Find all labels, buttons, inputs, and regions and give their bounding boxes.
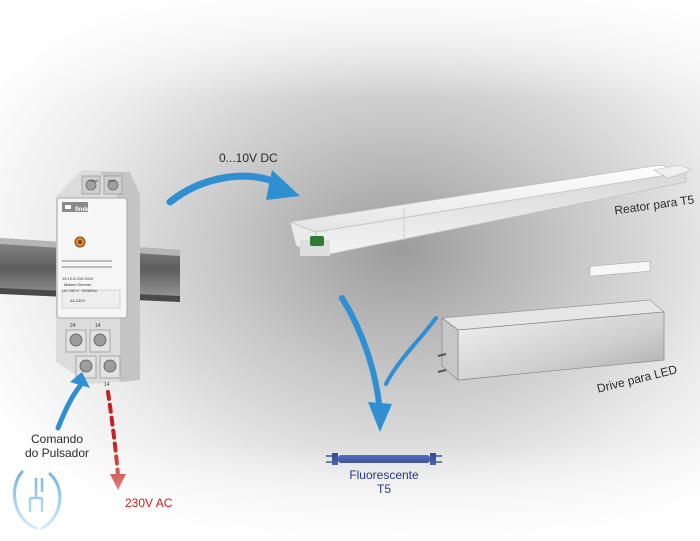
ballast-connector [310,236,324,246]
comando-label-line2: do Pulsador [24,446,90,460]
led-driver [437,260,665,381]
pushbutton-switch-icon [13,470,62,530]
signal-arrow [166,170,300,206]
power-arrow [106,390,126,490]
lamp-arrow [339,295,392,432]
device-terminal-14: 14 [95,323,101,329]
comando-label-line1: Comando [30,432,84,446]
lamp-label-line1: Fluorescente [349,468,419,482]
ballast-reator [288,164,693,257]
driver-label-plate [589,260,651,277]
device-desc-1: Master Dimmer [64,282,92,287]
lamp-label-line2: T5 [376,482,391,496]
switch-arrow [55,372,90,431]
lamp-label: Fluorescente T5 [346,468,422,496]
device-brand: finder [75,207,92,213]
device-desc-2: Un 230 V~ 50/60Hz [62,288,97,293]
device-terminal-14b: 14 [104,382,110,388]
signal-label: 0...10V DC [219,151,278,165]
device-terminal-24: 24 [70,323,76,329]
driver-arrow [384,316,438,386]
device-rating: 4A 230V [70,298,85,303]
device-terminal-in: + 0out [88,179,98,183]
power-label: 230V AC [125,496,173,510]
dimmer-module: finder + 0out - 0out 15.10.8.230.0010 Ma… [56,170,140,388]
fluorescent-lamp [326,453,442,465]
comando-label: Comando do Pulsador [22,432,92,460]
finder-logo [62,202,88,212]
device-terminal-in2: - 0out [106,179,115,183]
device-model: 15.10.8.230.0010 [62,276,94,281]
